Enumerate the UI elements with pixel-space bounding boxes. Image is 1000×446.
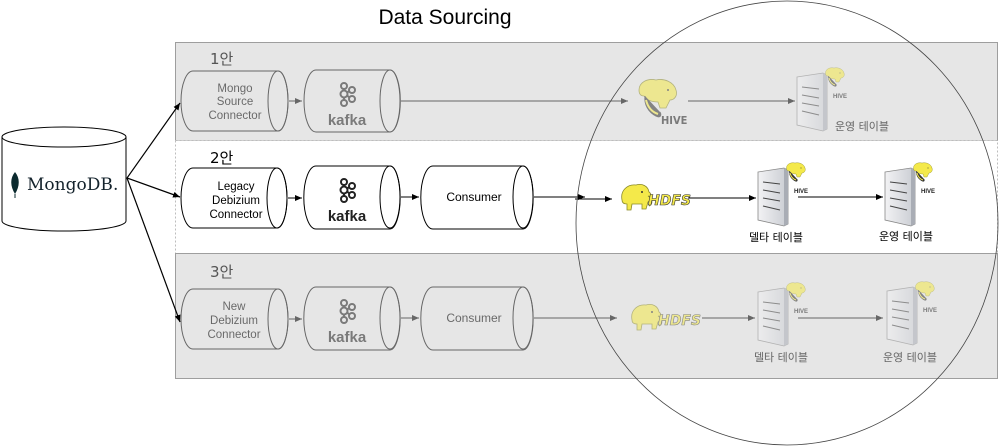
connector-line-1: Mongo bbox=[217, 83, 252, 95]
kafka-label: kafka bbox=[328, 208, 367, 225]
document-icon bbox=[757, 287, 789, 347]
hive-badge-label: HIVE bbox=[921, 189, 935, 195]
connector-line-1: Legacy bbox=[217, 181, 254, 193]
option-3-delta-table-label: 델타 테이블 bbox=[754, 351, 808, 364]
lane-option-3 bbox=[175, 253, 998, 379]
option-2-label: 2안 bbox=[210, 149, 234, 167]
option-3-delta-table[interactable]: HIVE bbox=[757, 282, 808, 347]
mongodb-label: MongoDB bbox=[27, 175, 113, 195]
focus-circle bbox=[575, 0, 999, 446]
document-icon bbox=[886, 286, 918, 346]
option-2-connector[interactable]: Legacy Debizium Connector bbox=[180, 167, 288, 229]
option-1-kafka[interactable]: kafka bbox=[303, 69, 401, 133]
arrow-mongo-to-option-3 bbox=[126, 177, 181, 323]
connector-line-3: Connector bbox=[208, 110, 261, 122]
connector-line-2: Debizium bbox=[210, 315, 258, 327]
option-1-ops-table[interactable]: HIVE bbox=[796, 67, 847, 132]
option-3-ops-table-label: 운영 테이블 bbox=[883, 351, 937, 364]
arrow-mongo-to-option-1 bbox=[126, 102, 181, 179]
arrow-mongo-to-option-2 bbox=[126, 177, 181, 198]
hive-badge-label: HIVE bbox=[833, 94, 847, 100]
hive-badge-label: HIVE bbox=[794, 309, 808, 315]
diagram-title: Data Sourcing bbox=[378, 6, 511, 29]
option-1-label: 1안 bbox=[210, 50, 234, 68]
hive-badge-label: HIVE bbox=[923, 308, 937, 314]
hive-icon[interactable]: HIVE bbox=[638, 78, 688, 127]
consumer-label: Consumer bbox=[446, 311, 501, 325]
connector-line-1: New bbox=[222, 301, 246, 313]
hdfs-icon[interactable]: HDFS bbox=[631, 303, 701, 331]
option-3-consumer[interactable]: Consumer bbox=[420, 286, 534, 351]
hdfs-icon[interactable]: HDFS bbox=[621, 183, 691, 211]
option-3-connector[interactable]: New Debizium Connector bbox=[180, 288, 289, 350]
consumer-label: Consumer bbox=[446, 190, 501, 204]
mongodb-leaf-icon bbox=[11, 172, 19, 198]
option-2-ops-table-label: 운영 테이블 bbox=[879, 230, 933, 243]
document-icon bbox=[884, 167, 916, 227]
hive-label: HIVE bbox=[661, 114, 688, 127]
connector-line-3: Connector bbox=[209, 209, 262, 221]
option-1-connector[interactable]: Mongo Source Connector bbox=[180, 70, 289, 132]
mongodb-label-dot: . bbox=[113, 175, 118, 195]
option-2-delta-table[interactable]: HIVE bbox=[757, 162, 808, 227]
option-1-ops-table-label: 운영 테이블 bbox=[835, 120, 889, 133]
kafka-label: kafka bbox=[328, 329, 367, 346]
hdfs-label: HDFS bbox=[648, 193, 691, 209]
option-2-consumer[interactable]: Consumer bbox=[420, 165, 534, 230]
mongodb-source[interactable]: MongoDB . bbox=[1, 126, 127, 232]
option-3-kafka[interactable]: kafka bbox=[303, 286, 401, 351]
option-2-delta-table-label: 델타 테이블 bbox=[749, 231, 803, 244]
option-2-kafka[interactable]: kafka bbox=[303, 165, 401, 230]
connector-line-2: Source bbox=[217, 96, 253, 108]
document-icon bbox=[796, 72, 828, 132]
option-3-label: 3안 bbox=[210, 263, 234, 281]
option-2-ops-table[interactable]: HIVE bbox=[884, 162, 935, 227]
connector-line-3: Connector bbox=[207, 329, 260, 341]
kafka-label: kafka bbox=[328, 112, 367, 129]
hdfs-label: HDFS bbox=[658, 313, 701, 329]
connector-line-2: Debizium bbox=[212, 195, 260, 207]
option-3-ops-table[interactable]: HIVE bbox=[886, 281, 937, 346]
document-icon bbox=[757, 167, 789, 227]
hive-badge-label: HIVE bbox=[794, 189, 808, 195]
